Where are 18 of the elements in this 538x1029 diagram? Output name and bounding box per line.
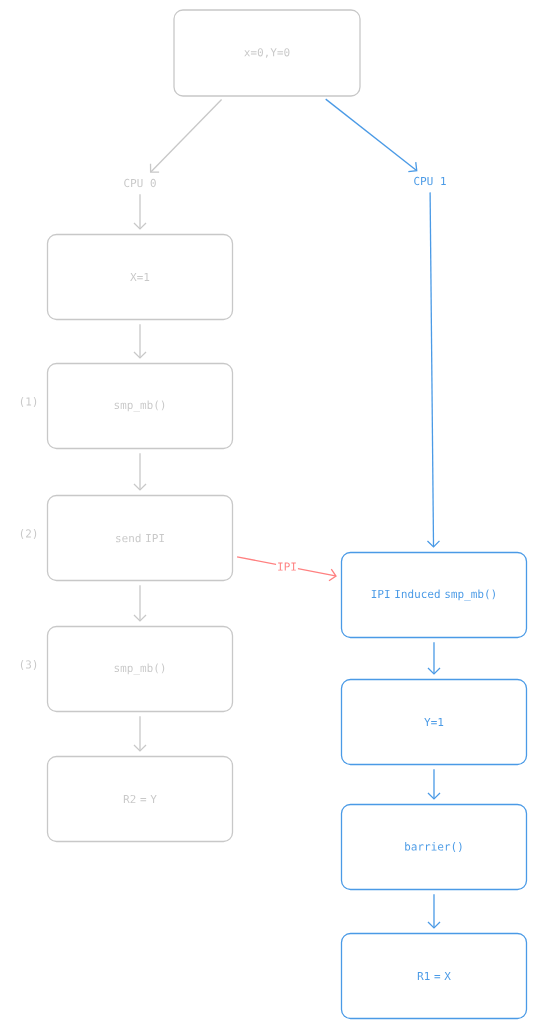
arrow xyxy=(133,452,147,491)
process-box: barrier() xyxy=(340,803,528,891)
process-box: IPI Induced smp_mb() xyxy=(340,551,528,639)
arrow xyxy=(325,98,418,173)
arrow xyxy=(133,584,147,622)
lane-label: CPU 1 xyxy=(414,176,446,186)
edge-label: IPI xyxy=(278,562,296,571)
arrow xyxy=(427,893,441,929)
arrow xyxy=(236,556,337,582)
process-box: Y=1 xyxy=(340,678,528,766)
arrow xyxy=(133,715,147,752)
arrow xyxy=(426,191,441,548)
arrow xyxy=(133,323,147,359)
arrow xyxy=(133,193,147,230)
arrow xyxy=(149,98,223,173)
arrow xyxy=(427,768,441,800)
process-box: R1 = X xyxy=(340,932,528,1020)
arrow xyxy=(427,641,441,675)
